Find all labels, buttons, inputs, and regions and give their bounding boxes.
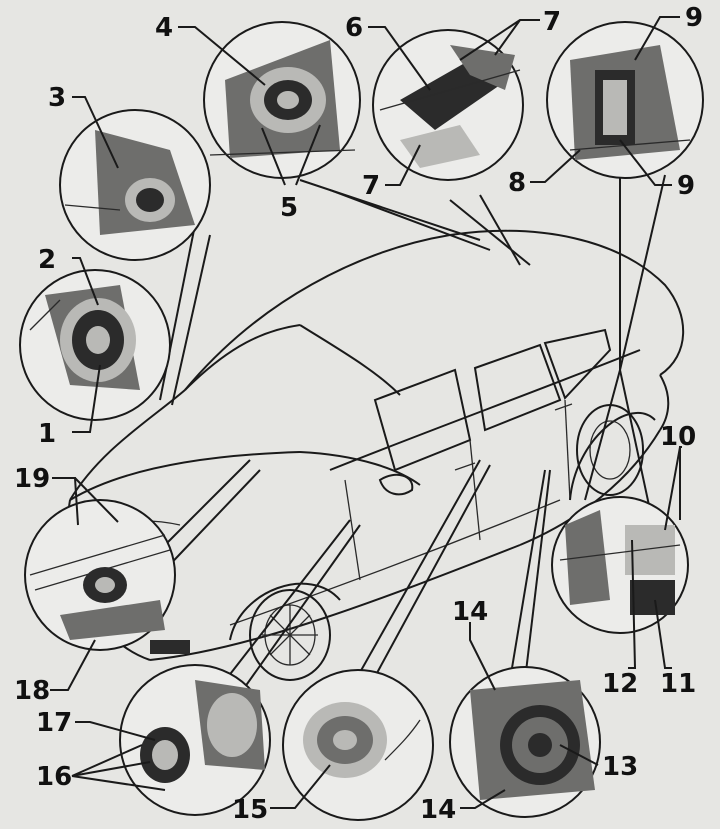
detail-rear-door-speaker	[449, 666, 601, 818]
detail-rear-shelf-speaker	[546, 21, 704, 179]
callout-4: 4	[155, 13, 173, 43]
callout-18: 18	[14, 676, 50, 706]
callout-1: 1	[38, 419, 56, 449]
detail-front-door-speaker	[19, 269, 171, 421]
detail-rear-amplifier	[551, 496, 689, 634]
callout-5: 5	[280, 193, 298, 223]
callout-17: 17	[36, 708, 72, 738]
callout-15: 15	[232, 795, 268, 825]
leader-lines	[149, 174, 666, 716]
callout-14-top: 14	[452, 597, 488, 627]
detail-door-tweeter	[282, 669, 434, 821]
callout-8: 8	[508, 168, 526, 198]
callout-6: 6	[345, 13, 363, 43]
callout-12: 12	[602, 669, 638, 699]
callout-10: 10	[660, 422, 696, 452]
callout-2: 2	[38, 245, 56, 275]
callout-19: 19	[14, 464, 50, 494]
callout-numbers: 1 2 3 4 5 6 7 7 8 9 9 10 11 12 13 14 14 …	[14, 3, 703, 825]
detail-a-pillar-tweeter	[59, 109, 211, 261]
callout-3: 3	[48, 83, 66, 113]
detail-dash-side-speaker	[24, 499, 176, 651]
callout-11: 11	[660, 669, 696, 699]
callout-9-bottom: 9	[677, 171, 695, 201]
callout-pointers	[50, 16, 682, 809]
callout-9-top: 9	[685, 3, 703, 33]
callout-14-bottom: 14	[420, 795, 456, 825]
detail-dash-center-speaker	[203, 21, 361, 179]
callout-13: 13	[602, 752, 638, 782]
callout-7-top: 7	[543, 7, 561, 37]
detail-roof-console	[372, 29, 524, 181]
callout-16: 16	[36, 762, 72, 792]
callout-7-bottom: 7	[362, 171, 380, 201]
detail-speaker-mount	[119, 664, 271, 816]
